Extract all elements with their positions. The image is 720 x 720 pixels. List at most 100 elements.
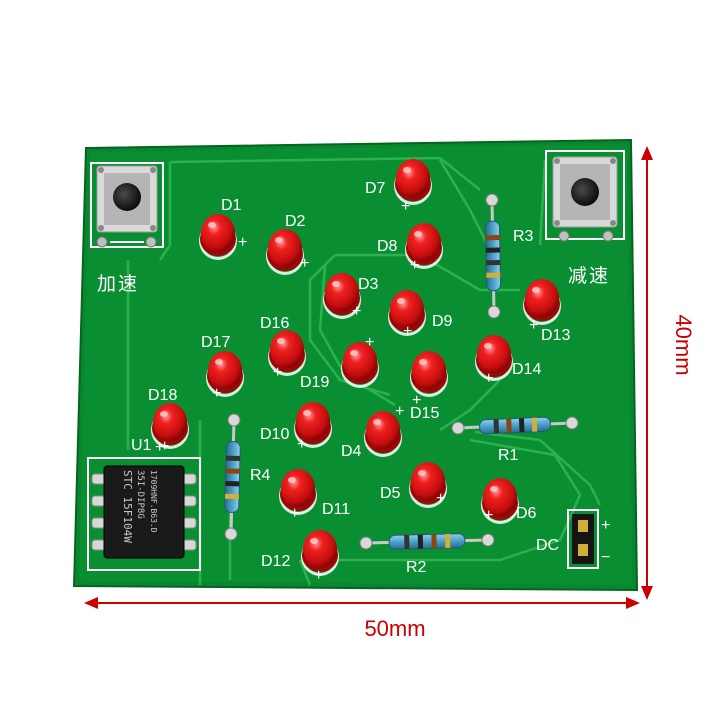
led-highlight	[414, 231, 422, 237]
led-dome	[412, 351, 446, 389]
led-label: D18	[148, 387, 177, 404]
speed-up-label: 加速	[97, 273, 139, 295]
led-polarity: +	[160, 438, 169, 455]
led-d8: D8+	[377, 223, 443, 274]
led-label: D5	[380, 485, 401, 502]
button-cap[interactable]	[113, 183, 141, 211]
resistor-band	[506, 418, 512, 433]
led-polarity: +	[395, 403, 404, 420]
led-polarity: +	[300, 255, 309, 272]
led-d5: D5+	[380, 462, 447, 508]
led-label: D4	[341, 443, 362, 460]
ic-plus: +	[155, 439, 164, 456]
resistor-label: R4	[250, 467, 271, 484]
led-polarity: +	[365, 334, 374, 351]
resistor-band	[493, 419, 500, 434]
led-d10: D10+	[260, 402, 332, 453]
led-d3: D3+	[323, 273, 379, 320]
resistor-band	[444, 533, 451, 549]
ic-pins-right	[181, 473, 197, 551]
led-dome	[281, 469, 315, 507]
resistor-label: R3	[513, 228, 534, 245]
led-d12: D12+	[261, 530, 339, 584]
led-d9: D9 +	[388, 290, 453, 340]
led-polarity: +	[290, 505, 299, 522]
led-label: D14	[512, 361, 541, 378]
led-d16: D16+	[260, 315, 306, 381]
width-label: 50mm	[364, 616, 425, 641]
led-label: D10	[260, 426, 289, 443]
led-highlight	[277, 338, 285, 344]
dc-label: DC	[536, 537, 559, 554]
led-d18: D18 +	[148, 387, 189, 455]
led-d15: D15+	[410, 351, 448, 422]
led-d11: D11+	[279, 469, 350, 522]
led-label: D7	[365, 180, 386, 197]
led-label: D19	[300, 374, 329, 391]
led-polarity: +	[484, 507, 493, 524]
height-label: 40mm	[671, 314, 696, 375]
resistor-r3: R3	[484, 193, 534, 319]
led-highlight	[490, 486, 498, 492]
resistor-r1: R1	[451, 416, 579, 464]
led-dome	[477, 335, 511, 373]
led-label: D6	[516, 505, 537, 522]
resistor-band	[224, 493, 240, 500]
resistor-casing	[224, 441, 241, 513]
solder-pad	[227, 413, 241, 427]
led-polarity: +	[529, 317, 538, 334]
led-highlight	[160, 411, 168, 417]
resistor-label: R1	[498, 447, 519, 464]
led-label: D9	[432, 313, 453, 330]
led-polarity: +	[212, 385, 221, 402]
led-label: D15	[410, 405, 439, 422]
slow-down-switch[interactable]: 减速	[545, 150, 625, 287]
led-label: D16	[260, 315, 289, 332]
led-polarity: +	[238, 234, 247, 251]
resistor-casing	[484, 220, 502, 292]
solder-pad	[485, 193, 499, 207]
dc-connector[interactable]: DC + −	[536, 509, 610, 569]
led-polarity: +	[403, 323, 412, 340]
led-highlight	[310, 538, 318, 544]
led-dome	[296, 402, 330, 440]
led-highlight	[332, 281, 340, 287]
led-dome	[396, 159, 430, 197]
resistor-band	[225, 481, 240, 487]
led-dome	[303, 530, 337, 568]
led-highlight	[288, 477, 296, 483]
led-polarity: +	[352, 303, 361, 320]
led-d7: D7+	[365, 159, 432, 215]
resistor-band	[485, 235, 500, 241]
led-label: D8	[377, 238, 398, 255]
resistor-body	[484, 220, 502, 292]
ic-marking-3: 1709HNF.B63.D	[149, 470, 158, 533]
led-d14: D14+	[475, 335, 541, 387]
led-highlight	[397, 298, 405, 304]
resistor-band	[486, 260, 501, 266]
led-highlight	[373, 419, 381, 425]
dc-plus: +	[601, 517, 610, 534]
led-highlight	[208, 222, 216, 228]
led-label: D12	[261, 553, 290, 570]
resistor-body	[479, 416, 551, 435]
led-dome	[201, 214, 235, 252]
led-d13: D13+	[523, 279, 570, 344]
width-dimension: 50mm	[84, 597, 640, 641]
led-label: D13	[541, 327, 570, 344]
led-group: D1+D2+D3+D4+D5+D6+D7+D8+D9+D10+D11+D12+D…	[148, 159, 570, 584]
resistor-band	[417, 534, 424, 549]
resistor-band	[404, 534, 410, 550]
led-d6: D6 +	[481, 478, 537, 524]
height-dimension: 40mm	[641, 146, 696, 600]
resistor-r4: R4	[224, 413, 271, 541]
led-dome	[208, 351, 242, 389]
solder-pad	[565, 416, 579, 430]
led-d2: D2+	[266, 213, 309, 275]
led-dome	[153, 403, 187, 441]
button-cap[interactable]	[571, 178, 599, 206]
led-highlight	[418, 470, 426, 476]
resistor-band	[486, 272, 501, 278]
speed-up-switch[interactable]: 加速	[90, 162, 164, 295]
